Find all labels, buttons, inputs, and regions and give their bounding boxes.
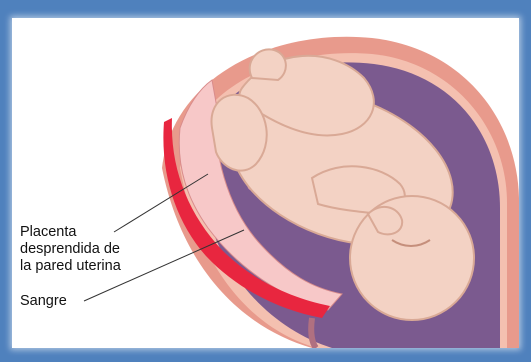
placental-abruption-illustration bbox=[12, 18, 519, 348]
sangre-label: Sangre bbox=[20, 293, 67, 310]
fetus-knee-leg bbox=[211, 95, 266, 171]
fetus-foot bbox=[250, 49, 286, 80]
diagram-panel: Placenta desprendida de la pared uterina… bbox=[12, 18, 519, 348]
placenta-label-line-2: desprendida de bbox=[20, 241, 121, 258]
placenta-label-line-3: la pared uterina bbox=[20, 258, 121, 275]
placenta-label-line-1: Placenta bbox=[20, 224, 121, 241]
placenta-label: Placenta desprendida de la pared uterina bbox=[20, 224, 121, 275]
